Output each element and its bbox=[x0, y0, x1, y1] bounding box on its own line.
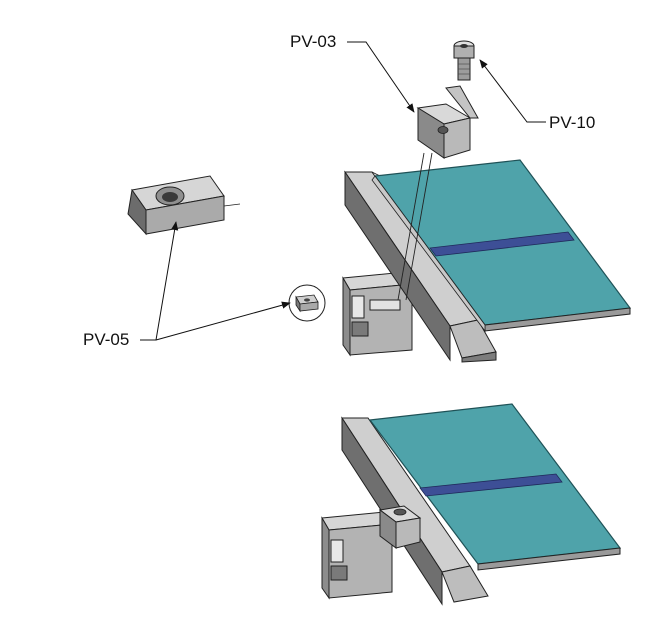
pv03-mid-clamp bbox=[416, 85, 479, 159]
label-pv03: PV-03 bbox=[290, 32, 336, 51]
top-rail-profile bbox=[342, 271, 413, 357]
label-pv10: PV-10 bbox=[549, 113, 595, 132]
pv05-enlarged-part bbox=[127, 175, 241, 236]
pv05-detail-circle bbox=[288, 284, 326, 322]
callout-pv10: PV-10 bbox=[479, 59, 595, 132]
callout-pv03: PV-03 bbox=[290, 32, 415, 113]
pv10-bolt bbox=[453, 40, 475, 81]
label-pv05: PV-05 bbox=[83, 330, 129, 349]
callout-pv05: PV-05 bbox=[83, 221, 291, 349]
top-exploded-assembly bbox=[288, 40, 632, 363]
bottom-installed-assembly bbox=[321, 403, 622, 606]
top-pv-panel bbox=[371, 159, 632, 333]
